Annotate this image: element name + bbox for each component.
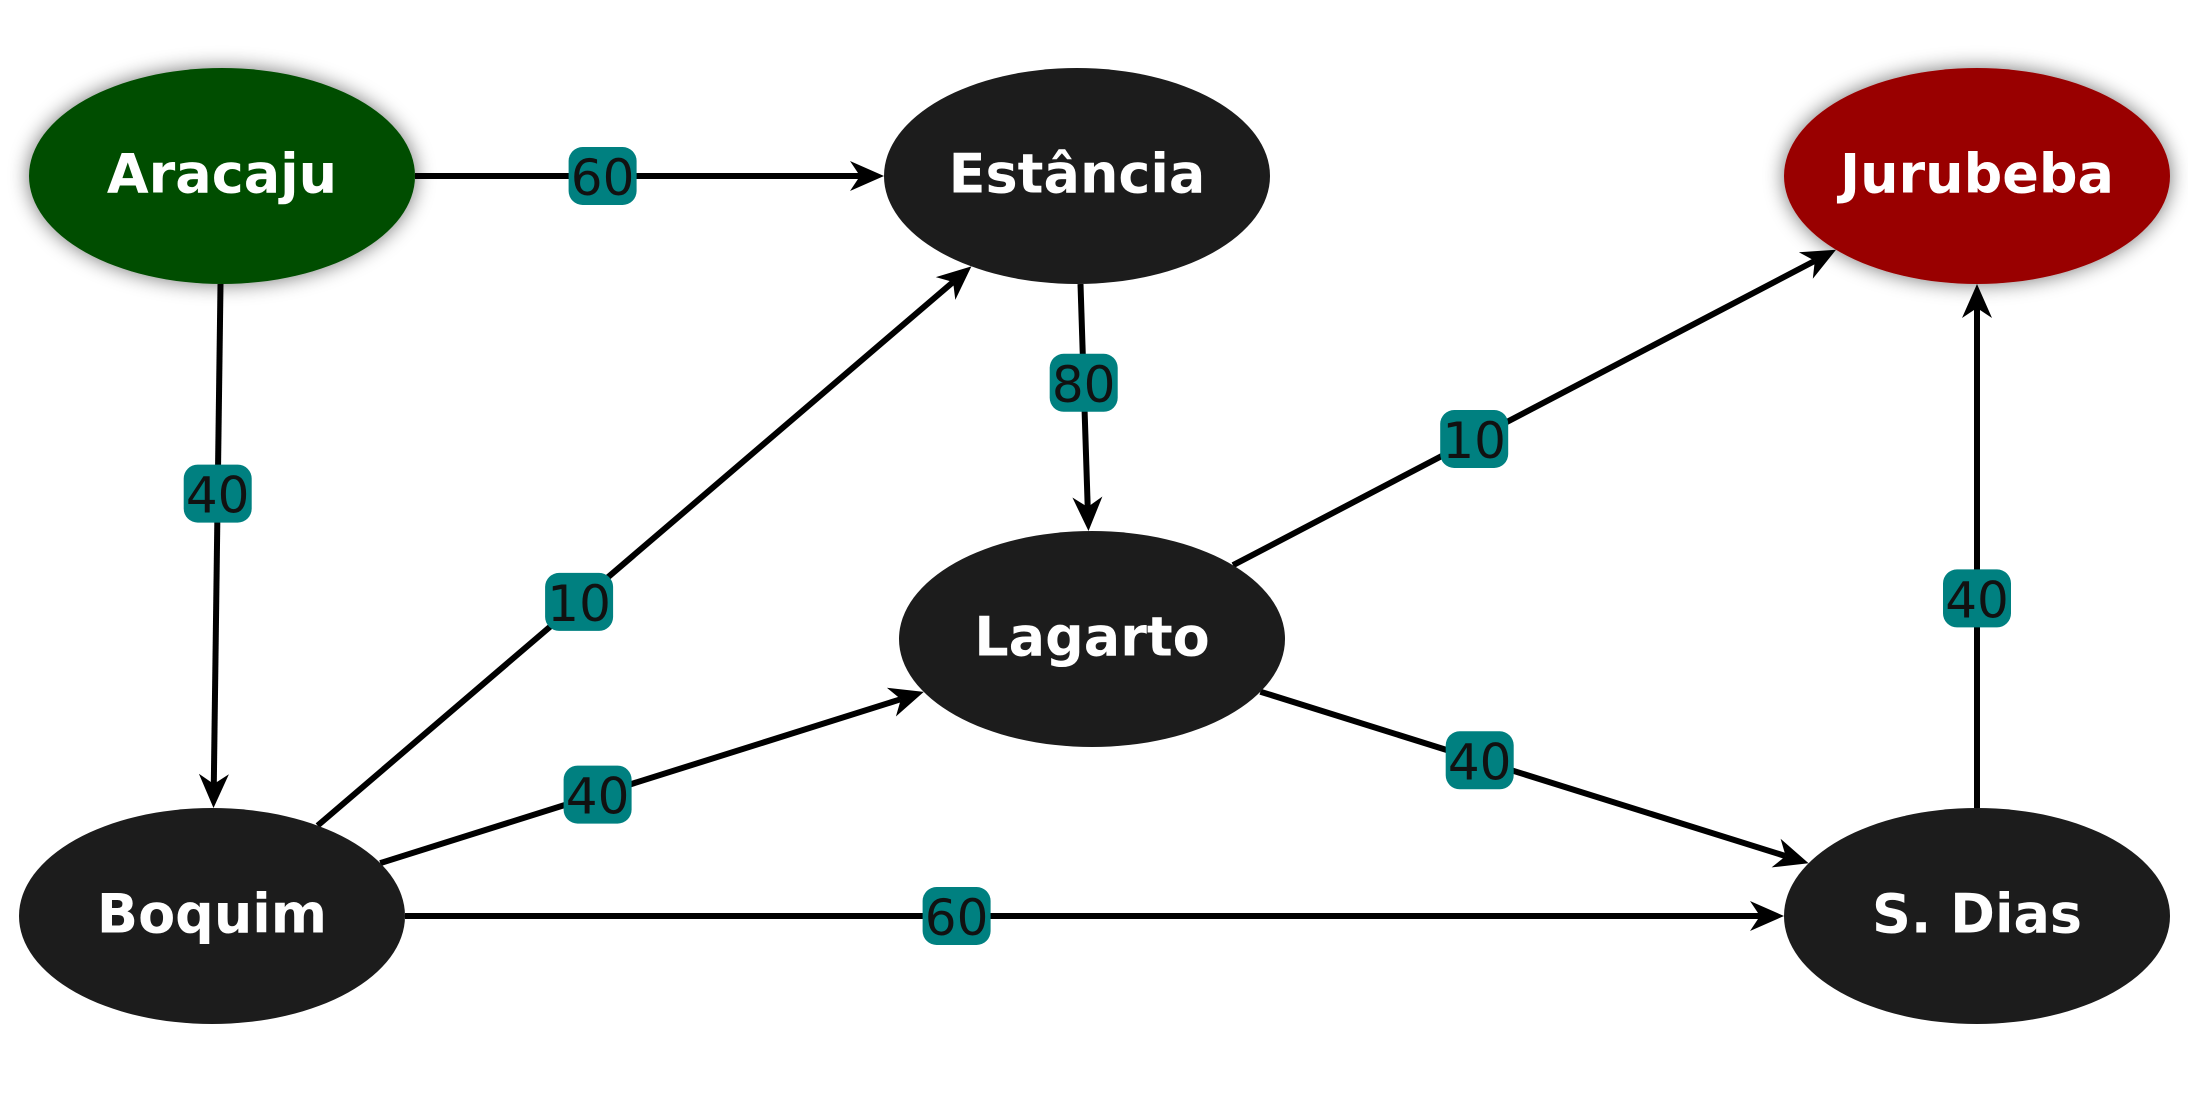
node-ellipse bbox=[1784, 808, 2170, 1024]
edge-weight-label: 40 bbox=[1448, 733, 1512, 791]
edge-line bbox=[210, 283, 224, 785]
node-lagarto[interactable]: Lagarto bbox=[899, 531, 1285, 747]
arrowhead bbox=[850, 161, 884, 191]
edge-weight-badge: 80 bbox=[1049, 353, 1118, 414]
weight-badge-bg bbox=[1440, 410, 1509, 468]
edge-weight-badge: 40 bbox=[1943, 569, 2011, 629]
edge-weight-badge: 40 bbox=[183, 464, 252, 525]
node-label: Jurubeba bbox=[1836, 143, 2114, 206]
weight-badge-bg bbox=[545, 572, 614, 631]
arrowhead bbox=[1750, 901, 1784, 931]
weight-badge-bg bbox=[922, 887, 991, 945]
edge-boquim-lagarto bbox=[379, 687, 924, 866]
edge-line bbox=[1259, 688, 1787, 859]
arrowhead bbox=[1771, 838, 1809, 868]
arrowhead bbox=[886, 687, 924, 717]
arrowhead bbox=[1072, 496, 1103, 531]
edge-weight-badge: 10 bbox=[1440, 410, 1509, 470]
node-ellipse bbox=[29, 68, 415, 284]
edge-boquim-sdias bbox=[405, 901, 1784, 931]
edge-line bbox=[1231, 258, 1817, 568]
edge-aracaju-boquim bbox=[198, 283, 229, 808]
edge-weight-label: 10 bbox=[547, 575, 611, 633]
edge-sdias-jurubeba bbox=[1962, 284, 1992, 808]
arrowhead bbox=[198, 773, 229, 808]
edge-weight-badge: 60 bbox=[922, 887, 991, 947]
edge-line bbox=[315, 279, 956, 828]
node-boquim[interactable]: Boquim bbox=[19, 808, 405, 1024]
node-ellipse bbox=[899, 531, 1285, 747]
node-ellipse bbox=[1784, 68, 2170, 284]
edges-layer bbox=[198, 161, 1992, 931]
edge-weight-badge: 60 bbox=[568, 147, 637, 207]
node-label: Estância bbox=[949, 143, 1206, 206]
node-sdias[interactable]: S. Dias bbox=[1784, 808, 2170, 1024]
edge-weight-label: 40 bbox=[566, 768, 630, 826]
weight-badge-bg bbox=[563, 765, 632, 824]
edge-weight-badge: 40 bbox=[563, 765, 632, 826]
weight-badge-bg bbox=[1445, 731, 1514, 790]
edge-weight-badge: 10 bbox=[545, 572, 614, 633]
node-label: Aracaju bbox=[107, 143, 337, 206]
weight-badge-bg bbox=[568, 147, 637, 205]
weight-badge-bg bbox=[183, 464, 252, 523]
node-jurubeba[interactable]: Jurubeba bbox=[1784, 68, 2170, 284]
node-aracaju[interactable]: Aracaju bbox=[29, 68, 415, 284]
weight-badge-bg bbox=[1943, 569, 2011, 628]
node-label: S. Dias bbox=[1872, 883, 2082, 946]
node-ellipse bbox=[19, 808, 405, 1024]
arrowhead bbox=[935, 266, 972, 300]
edge-weight-label: 80 bbox=[1052, 356, 1116, 414]
node-ellipse bbox=[884, 68, 1270, 284]
edge-lagarto-jurubeba bbox=[1231, 249, 1836, 568]
node-estancia[interactable]: Estância bbox=[884, 68, 1270, 284]
node-label: Lagarto bbox=[974, 606, 1210, 669]
edge-line bbox=[379, 696, 902, 866]
arrowhead bbox=[1798, 249, 1836, 279]
edge-boquim-estancia bbox=[315, 266, 972, 828]
edge-aracaju-estancia bbox=[415, 161, 884, 191]
arrowhead bbox=[1962, 284, 1992, 318]
edge-lagarto-sdias bbox=[1259, 688, 1809, 868]
node-label: Boquim bbox=[97, 883, 327, 946]
edge-weight-label: 60 bbox=[925, 889, 989, 947]
weights-layer: 60 40 80 10 40 60 10 40 40 bbox=[183, 147, 2011, 947]
edge-weight-badge: 40 bbox=[1445, 731, 1514, 791]
edge-weight-label: 40 bbox=[186, 467, 250, 525]
edge-weight-label: 60 bbox=[571, 149, 635, 207]
edge-weight-label: 40 bbox=[1945, 571, 2009, 629]
weight-badge-bg bbox=[1049, 353, 1118, 412]
edge-weight-label: 10 bbox=[1442, 412, 1506, 470]
